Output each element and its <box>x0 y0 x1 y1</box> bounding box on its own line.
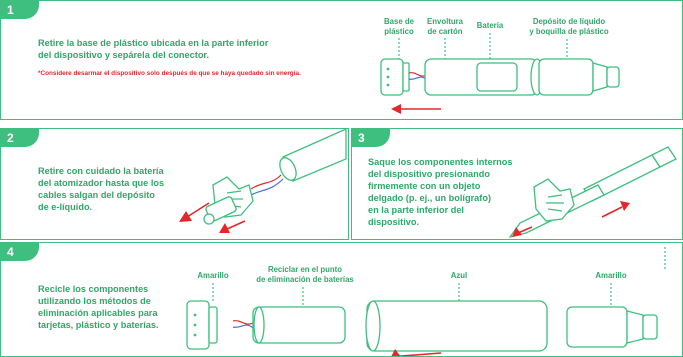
step-4-illustration <box>186 247 666 356</box>
label-recycle: Reciclar en el punto de eliminación de b… <box>256 265 354 284</box>
label-battery: Batería <box>476 21 504 30</box>
label-yellow-1: Amarillo <box>197 271 229 280</box>
recycle-battery <box>252 306 346 344</box>
recycle-cardboard-tube <box>366 300 548 352</box>
label-yellow-2: Amarillo <box>595 271 627 280</box>
hand-icon <box>533 178 575 222</box>
step-3-illustration <box>508 146 677 239</box>
label-base: Base de plástico <box>384 17 414 36</box>
step-4-panel: 4 Recicle los componentes utilizando los… <box>0 242 683 357</box>
battery <box>476 62 518 92</box>
step-3-number: 3 <box>352 129 390 147</box>
label-tank: Depósito de líquido y boquilla de plásti… <box>529 17 609 36</box>
step-2-instructions: Retire con cuidado la batería del atomiz… <box>38 166 165 212</box>
step-3-instructions: Saque los componentes internos del dispo… <box>368 157 513 227</box>
step-2-illustration <box>179 129 347 233</box>
label-wrap: Envoltura de cartón <box>427 17 463 36</box>
step-4-instructions: Recicle los componentes utilizando los m… <box>38 284 159 330</box>
liquid-tank <box>538 58 594 96</box>
mouthpiece <box>592 62 608 92</box>
step-2-number: 2 <box>1 129 39 147</box>
step-3-panel: 3 Saque los componentes internos del dis… <box>351 128 683 240</box>
step-1-instructions: Retire la base de plástico ubicada en la… <box>38 38 269 60</box>
base-thread <box>402 62 410 92</box>
step-1-panel: 1 Retire la base de plástico ubicada en … <box>0 0 683 120</box>
step-4-number: 4 <box>1 243 39 261</box>
recycle-tank <box>566 306 628 348</box>
step-1-warning: *Considere desarmar el dispositivo solo … <box>38 70 301 77</box>
step-1-illustration <box>380 33 620 114</box>
step-1-number: 1 <box>1 1 39 19</box>
plastic-base <box>380 58 404 96</box>
step-2-panel: 2 Retire con cuidado la batería del atom… <box>0 128 349 240</box>
recycle-base <box>186 300 210 350</box>
label-blue: Azul <box>450 271 468 280</box>
